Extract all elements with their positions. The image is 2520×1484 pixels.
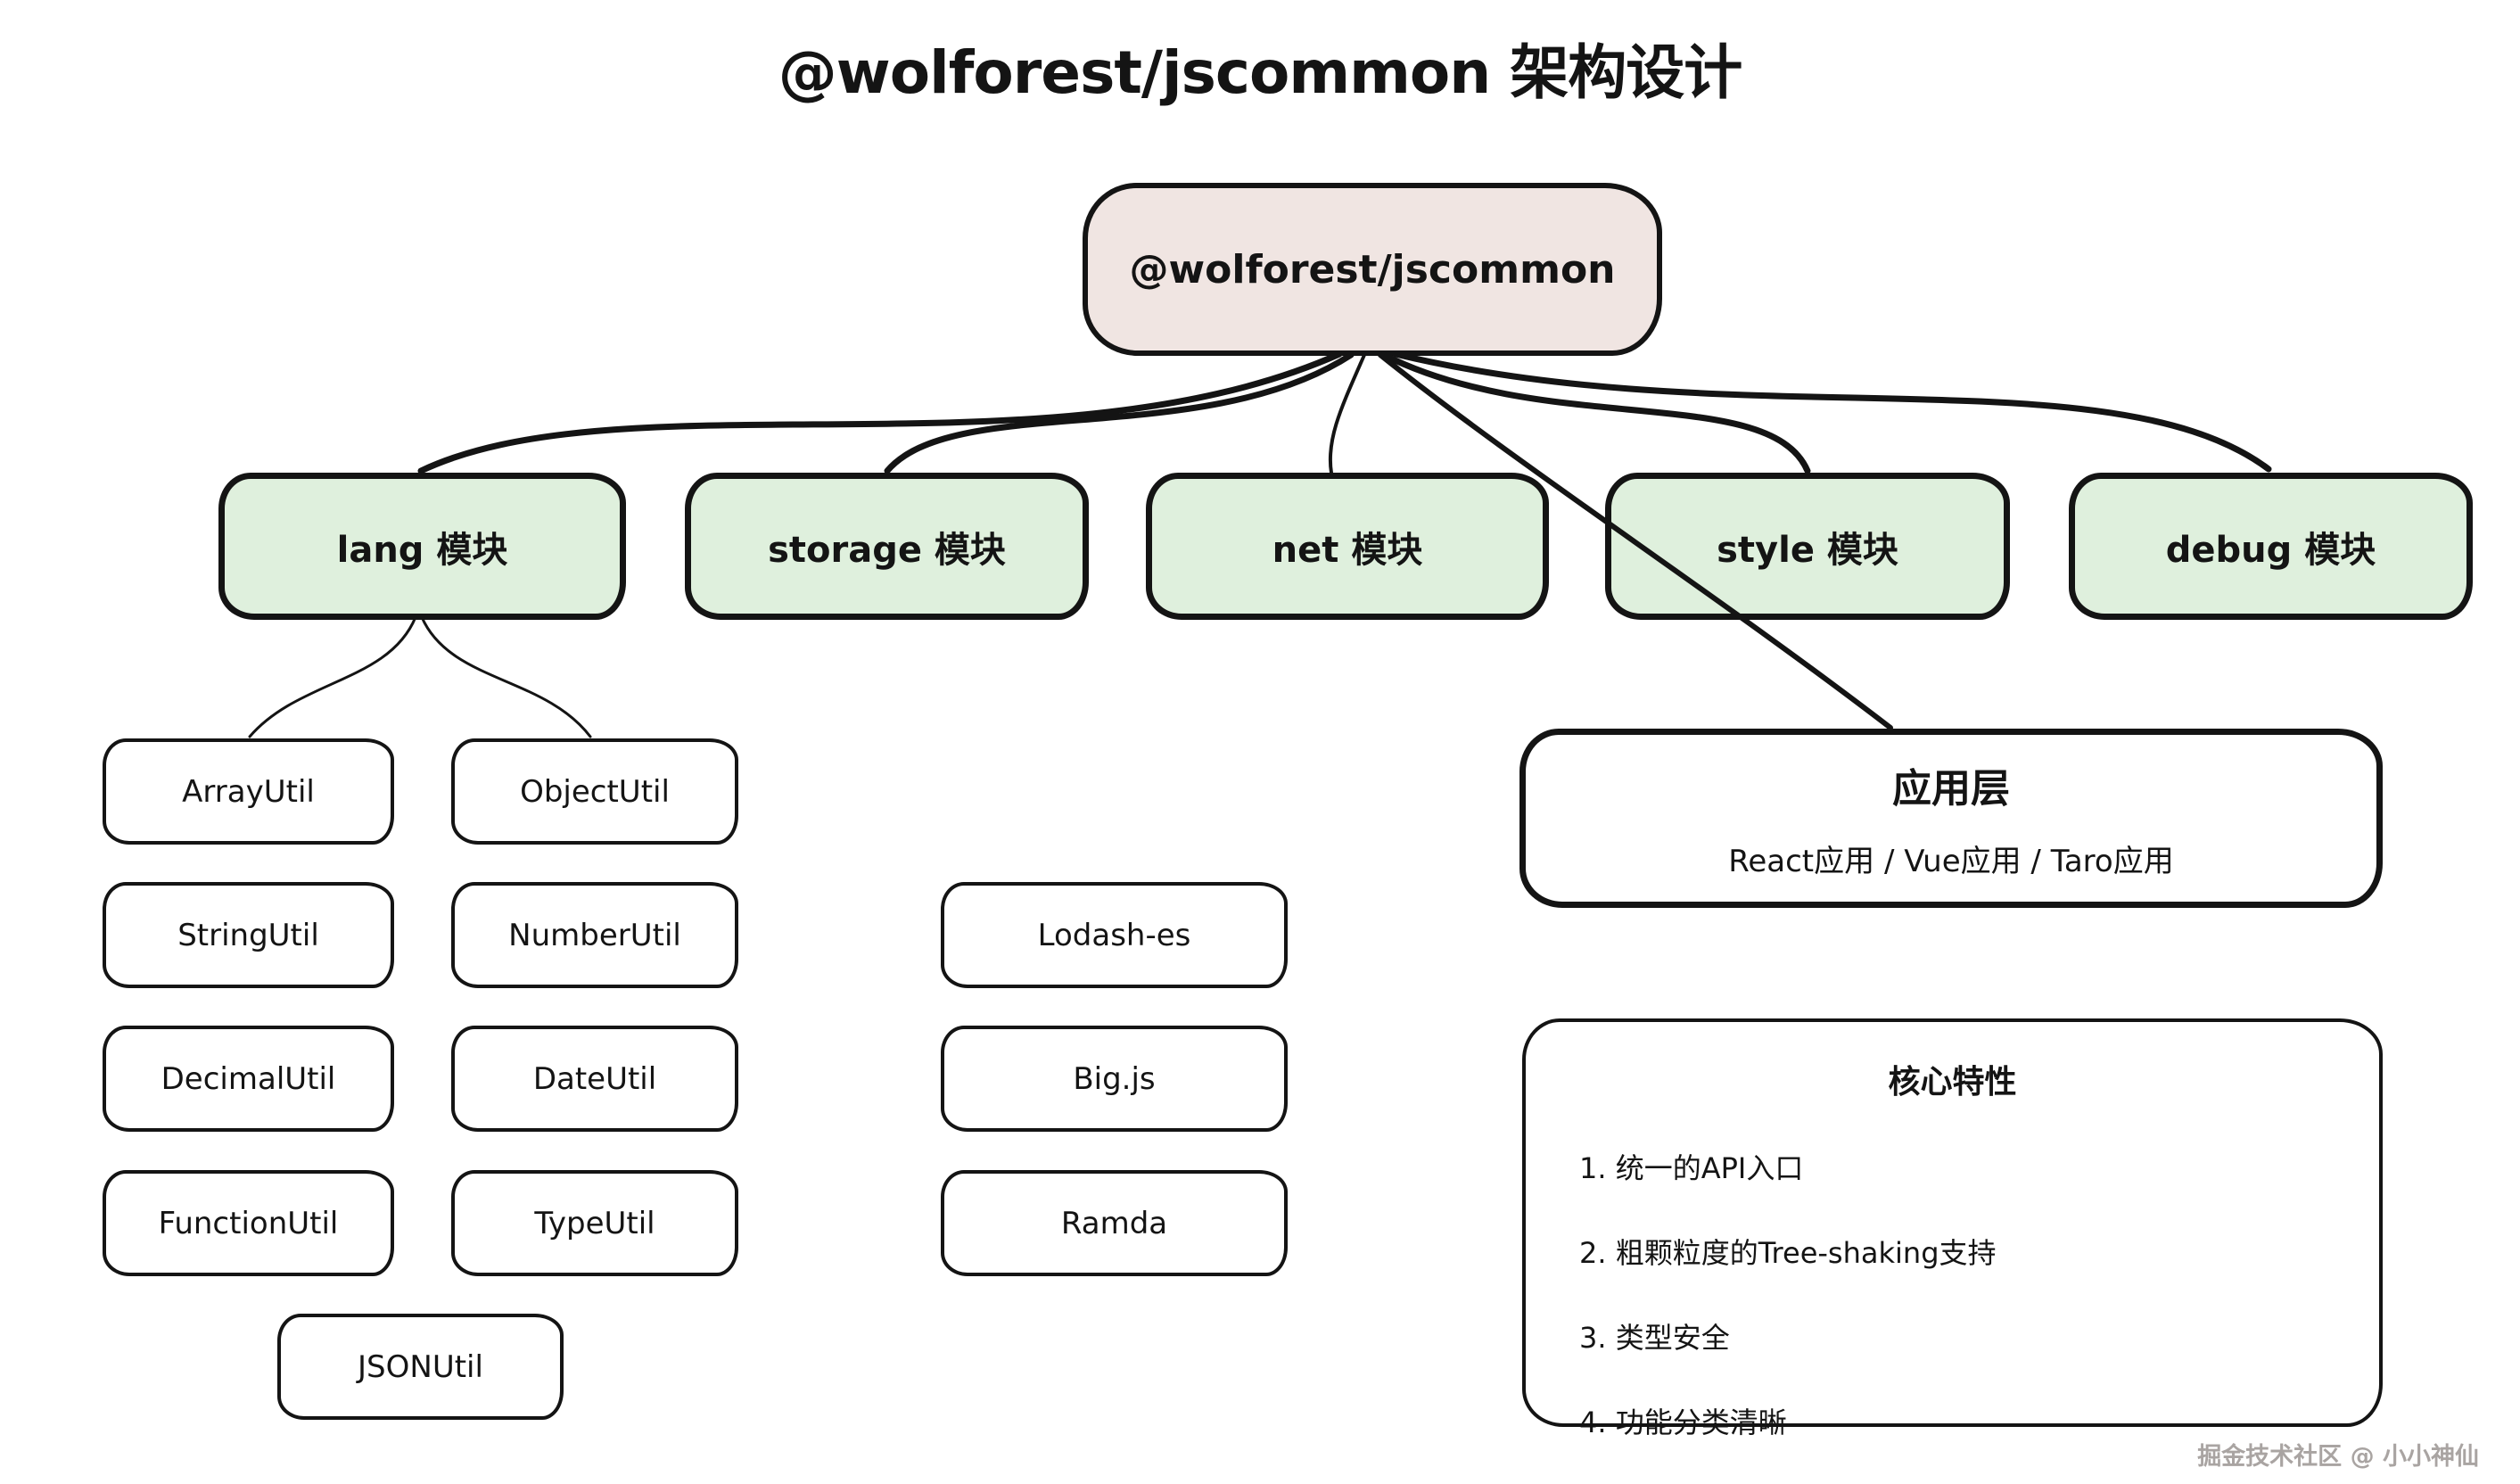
node-util-decimalutil: DecimalUtil (103, 1026, 394, 1132)
node-util-jsonutil: JSONUtil (277, 1314, 564, 1420)
module-label: lang 模块 (336, 529, 508, 571)
module-label: net 模块 (1272, 529, 1423, 571)
node-lib-ramda: Ramda (941, 1170, 1288, 1276)
node-util-stringutil: StringUtil (103, 882, 394, 988)
application-layer-title: 应用层 (1892, 766, 2010, 812)
util-label: ObjectUtil (520, 773, 670, 810)
node-application-layer: 应用层 React应用 / Vue应用 / Taro应用 (1519, 729, 2383, 908)
node-util-functionutil: FunctionUtil (103, 1170, 394, 1276)
page-title: @wolforest/jscommon 架构设计 (778, 38, 1742, 107)
node-module-debug: debug 模块 (2069, 473, 2473, 620)
library-label: Lodash-es (1037, 917, 1191, 953)
application-layer-subtitle: React应用 / Vue应用 / Taro应用 (1728, 844, 2174, 879)
edge-root-to-style (1380, 351, 1811, 474)
edge-root-to-net (1328, 353, 1366, 474)
node-module-lang: lang 模块 (218, 473, 626, 620)
edge-root-to-storage (884, 351, 1355, 474)
edge-root-to-lang (417, 350, 1343, 474)
node-module-storage: storage 模块 (685, 473, 1089, 620)
util-label: DateUtil (532, 1060, 657, 1097)
module-label: debug 模块 (2165, 529, 2376, 571)
node-util-numberutil: NumberUtil (451, 882, 738, 988)
node-util-typeutil: TypeUtil (451, 1170, 738, 1276)
node-module-net: net 模块 (1146, 473, 1549, 620)
node-core-features: 核心特性 1. 统一的API入口 2. 粗颗粒度的Tree-shaking支持 … (1522, 1018, 2383, 1439)
watermark: 掘金技术社区 @ 小小神仙 (2197, 1443, 2479, 1471)
core-feature-item: 3. 类型安全 (1579, 1321, 1730, 1355)
core-feature-item: 1. 统一的API入口 (1579, 1151, 1804, 1185)
util-label: StringUtil (177, 917, 319, 953)
edge-lang-to-arrayutil (248, 615, 417, 738)
module-label: storage 模块 (768, 529, 1006, 571)
library-label: Big.js (1073, 1060, 1156, 1097)
util-label: JSONUtil (358, 1348, 483, 1385)
node-module-style: style 模块 (1605, 473, 2010, 620)
node-util-objectutil: ObjectUtil (451, 738, 738, 845)
edge-root-to-debug (1392, 350, 2272, 473)
node-root-label: @wolforest/jscommon (1129, 246, 1616, 293)
edge-lang-to-objectutil (420, 615, 592, 738)
node-lib-lodash-es: Lodash-es (941, 882, 1288, 988)
module-label: style 模块 (1717, 529, 1898, 571)
node-root-jscommon: @wolforest/jscommon (1083, 183, 1662, 356)
node-lib-bigjs: Big.js (941, 1026, 1288, 1132)
library-label: Ramda (1060, 1205, 1168, 1241)
util-label: DecimalUtil (161, 1060, 336, 1097)
util-label: NumberUtil (508, 917, 681, 953)
core-feature-item: 2. 粗颗粒度的Tree-shaking支持 (1579, 1236, 1997, 1270)
core-feature-item: 4. 功能分类清晰 (1579, 1406, 1787, 1439)
node-util-dateutil: DateUtil (451, 1026, 738, 1132)
util-label: ArrayUtil (182, 773, 315, 810)
util-label: FunctionUtil (158, 1205, 339, 1241)
core-features-title: 核心特性 (1888, 1064, 2017, 1101)
node-util-arrayutil: ArrayUtil (103, 738, 394, 845)
util-label: TypeUtil (534, 1205, 655, 1241)
